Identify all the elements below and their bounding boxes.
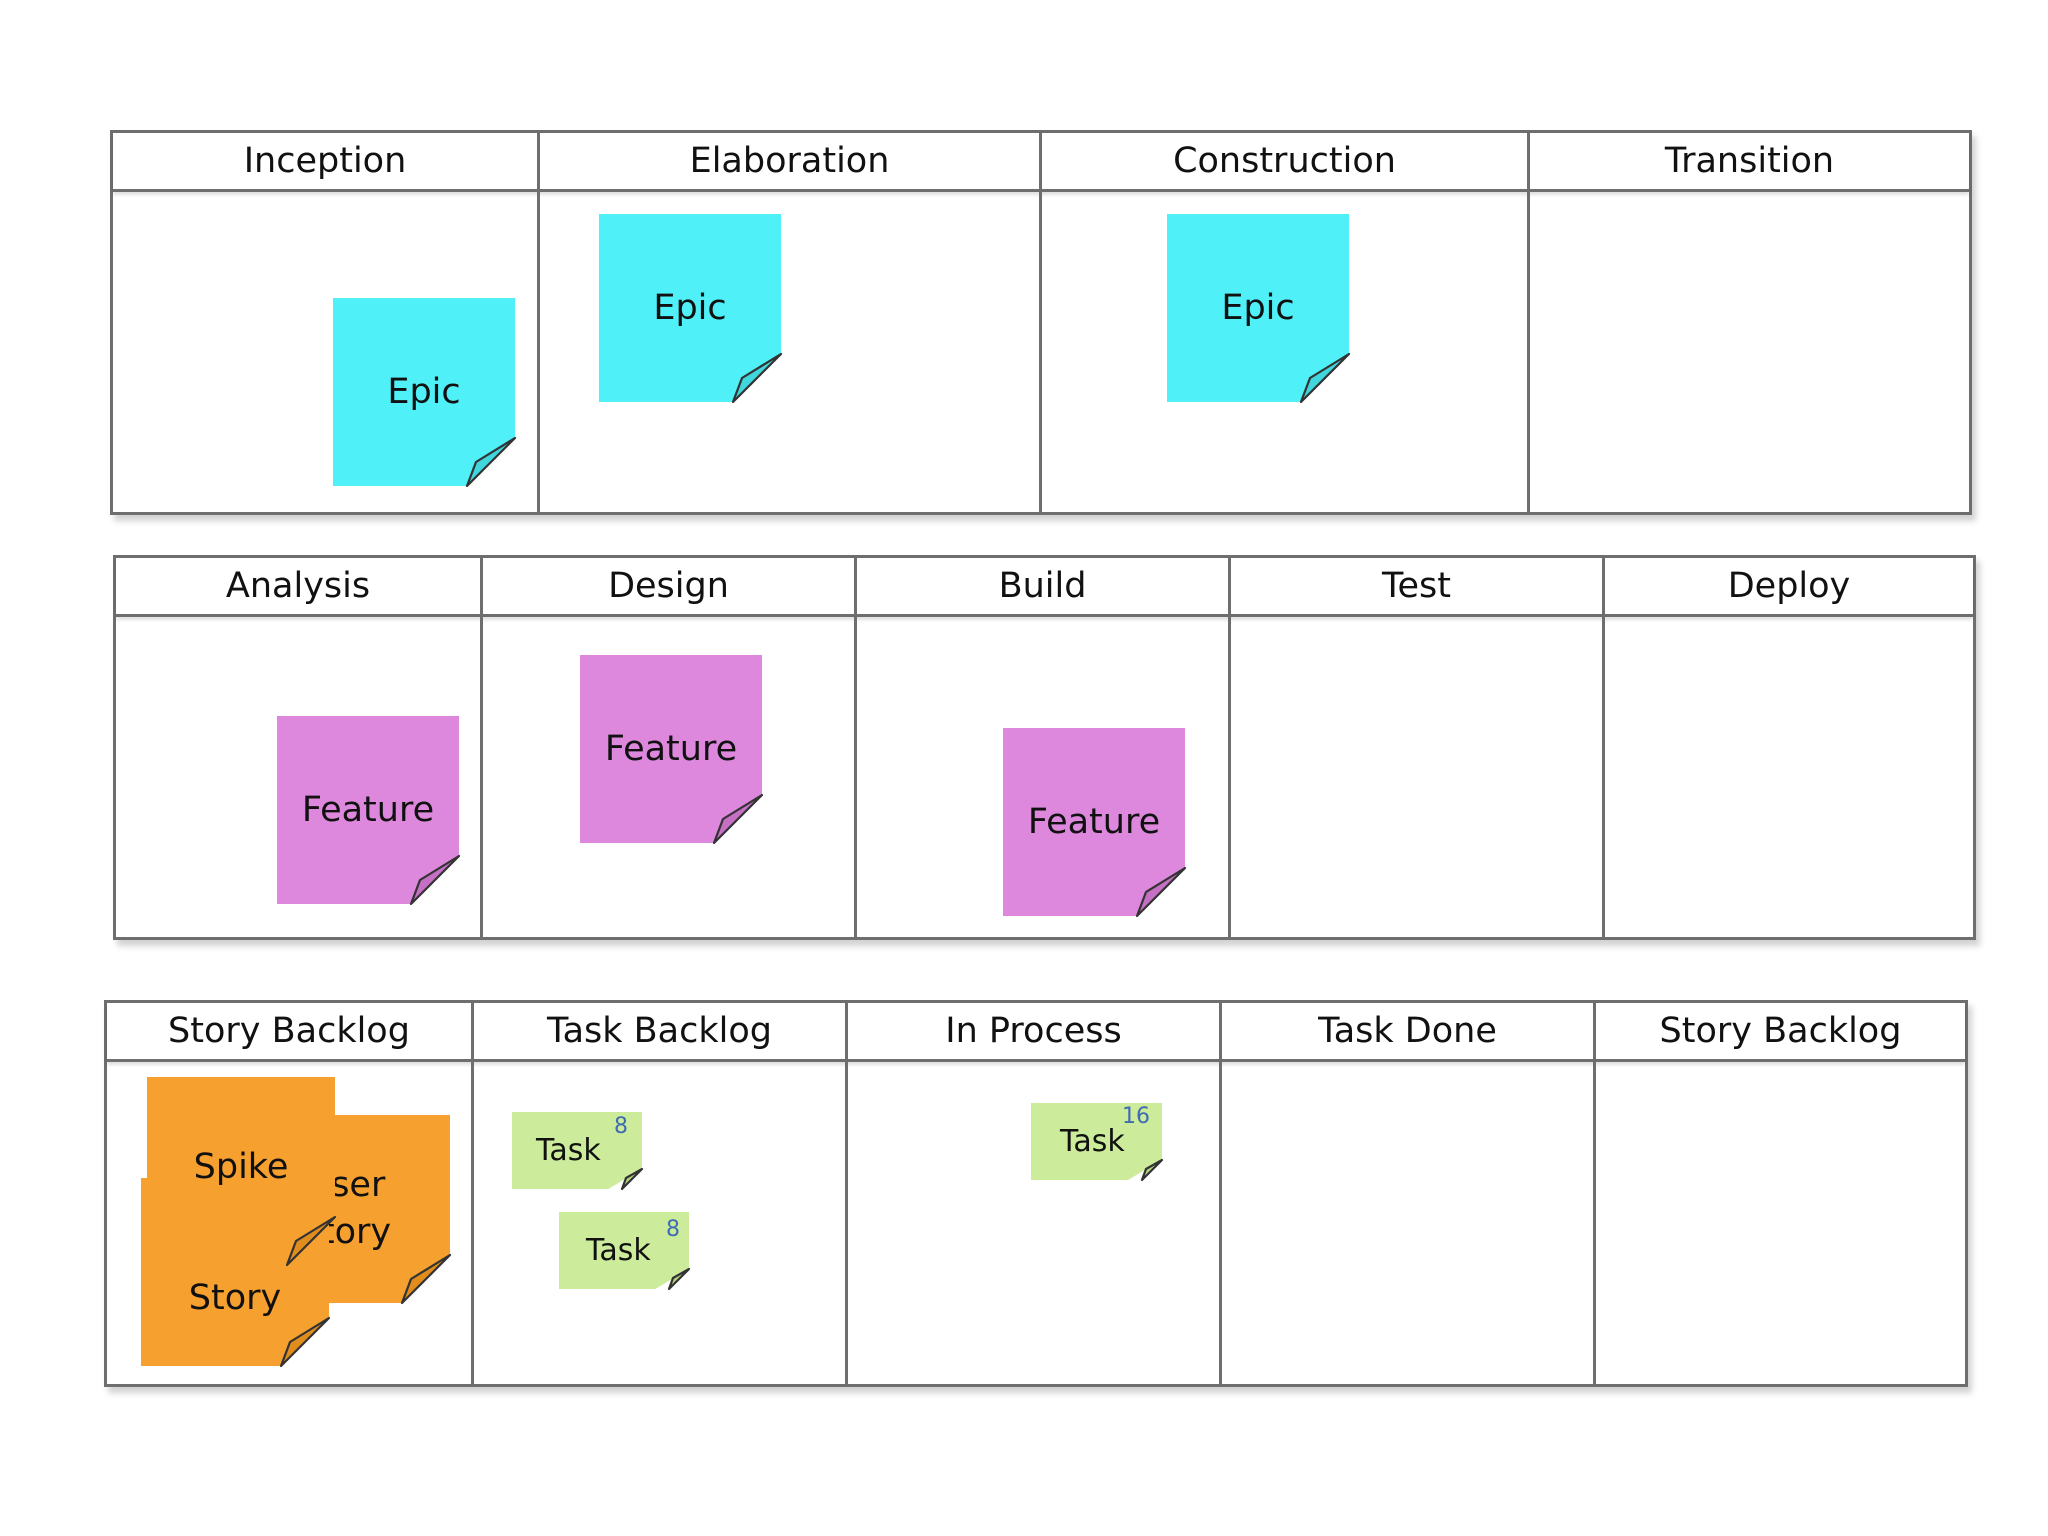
column-in-process bbox=[848, 1062, 1222, 1384]
column-header-story-backlog-done: Story Backlog bbox=[1659, 1011, 1902, 1051]
column-build bbox=[857, 617, 1231, 937]
column-header-analysis: Analysis bbox=[116, 558, 483, 614]
feature-note[interactable]: Feature bbox=[277, 716, 459, 904]
epic-note[interactable]: Epic bbox=[1167, 214, 1349, 402]
task-points-badge: 8 bbox=[666, 1217, 680, 1242]
task-note[interactable]: Task bbox=[1031, 1103, 1162, 1180]
epic-note[interactable]: Epic bbox=[599, 214, 781, 402]
column-elaboration bbox=[540, 192, 1042, 512]
column-construction bbox=[1042, 192, 1530, 512]
column-test bbox=[1231, 617, 1605, 937]
workflow-body-row bbox=[116, 617, 1973, 937]
feature-note[interactable]: Feature bbox=[1003, 728, 1185, 916]
workflow-header-row: Analysis Design Build Test Deploy bbox=[116, 558, 1973, 617]
column-header-task-backlog: Task Backlog bbox=[474, 1003, 848, 1059]
task-label: Task bbox=[586, 1233, 651, 1268]
column-header-design: Design bbox=[483, 558, 857, 614]
column-story-backlog-done bbox=[1596, 1062, 1965, 1384]
spike-note[interactable]: Spike bbox=[147, 1077, 335, 1265]
column-header-deploy: Deploy bbox=[1727, 566, 1851, 606]
column-header-build: Build bbox=[857, 558, 1231, 614]
task-points-badge: 16 bbox=[1122, 1104, 1150, 1129]
column-header-test: Test bbox=[1231, 558, 1605, 614]
feature-note[interactable]: Feature bbox=[580, 655, 762, 843]
column-header-task-done: Task Done bbox=[1222, 1003, 1596, 1059]
task-header-row: Story Backlog Task Backlog In Process Ta… bbox=[107, 1003, 1965, 1062]
column-header-in-process: In Process bbox=[848, 1003, 1222, 1059]
column-header-elaboration: Elaboration bbox=[540, 133, 1042, 189]
task-label: Task bbox=[1060, 1124, 1125, 1159]
column-header-story-backlog: Story Backlog bbox=[107, 1003, 474, 1059]
column-deploy bbox=[1605, 617, 1973, 937]
task-points-badge: 8 bbox=[614, 1114, 628, 1139]
column-story-backlog bbox=[107, 1062, 474, 1384]
column-design bbox=[483, 617, 857, 937]
column-header-inception: Inception bbox=[113, 133, 540, 189]
column-transition bbox=[1530, 192, 1969, 512]
task-note[interactable]: Task bbox=[559, 1212, 689, 1289]
phase-body-row bbox=[113, 192, 1969, 512]
phase-header-row: Inception Elaboration Construction Trans… bbox=[113, 133, 1969, 192]
task-board: Story Backlog Task Backlog In Process Ta… bbox=[104, 1000, 1968, 1387]
column-header-construction: Construction bbox=[1042, 133, 1530, 189]
task-body-row bbox=[107, 1062, 1965, 1384]
column-inception bbox=[113, 192, 540, 512]
column-task-backlog bbox=[474, 1062, 848, 1384]
task-note[interactable]: Task bbox=[512, 1112, 642, 1189]
epic-note[interactable]: Epic bbox=[333, 298, 515, 486]
task-label: Task bbox=[536, 1133, 601, 1168]
column-analysis bbox=[116, 617, 483, 937]
column-header-transition: Transition bbox=[1664, 141, 1835, 181]
column-task-done bbox=[1222, 1062, 1596, 1384]
